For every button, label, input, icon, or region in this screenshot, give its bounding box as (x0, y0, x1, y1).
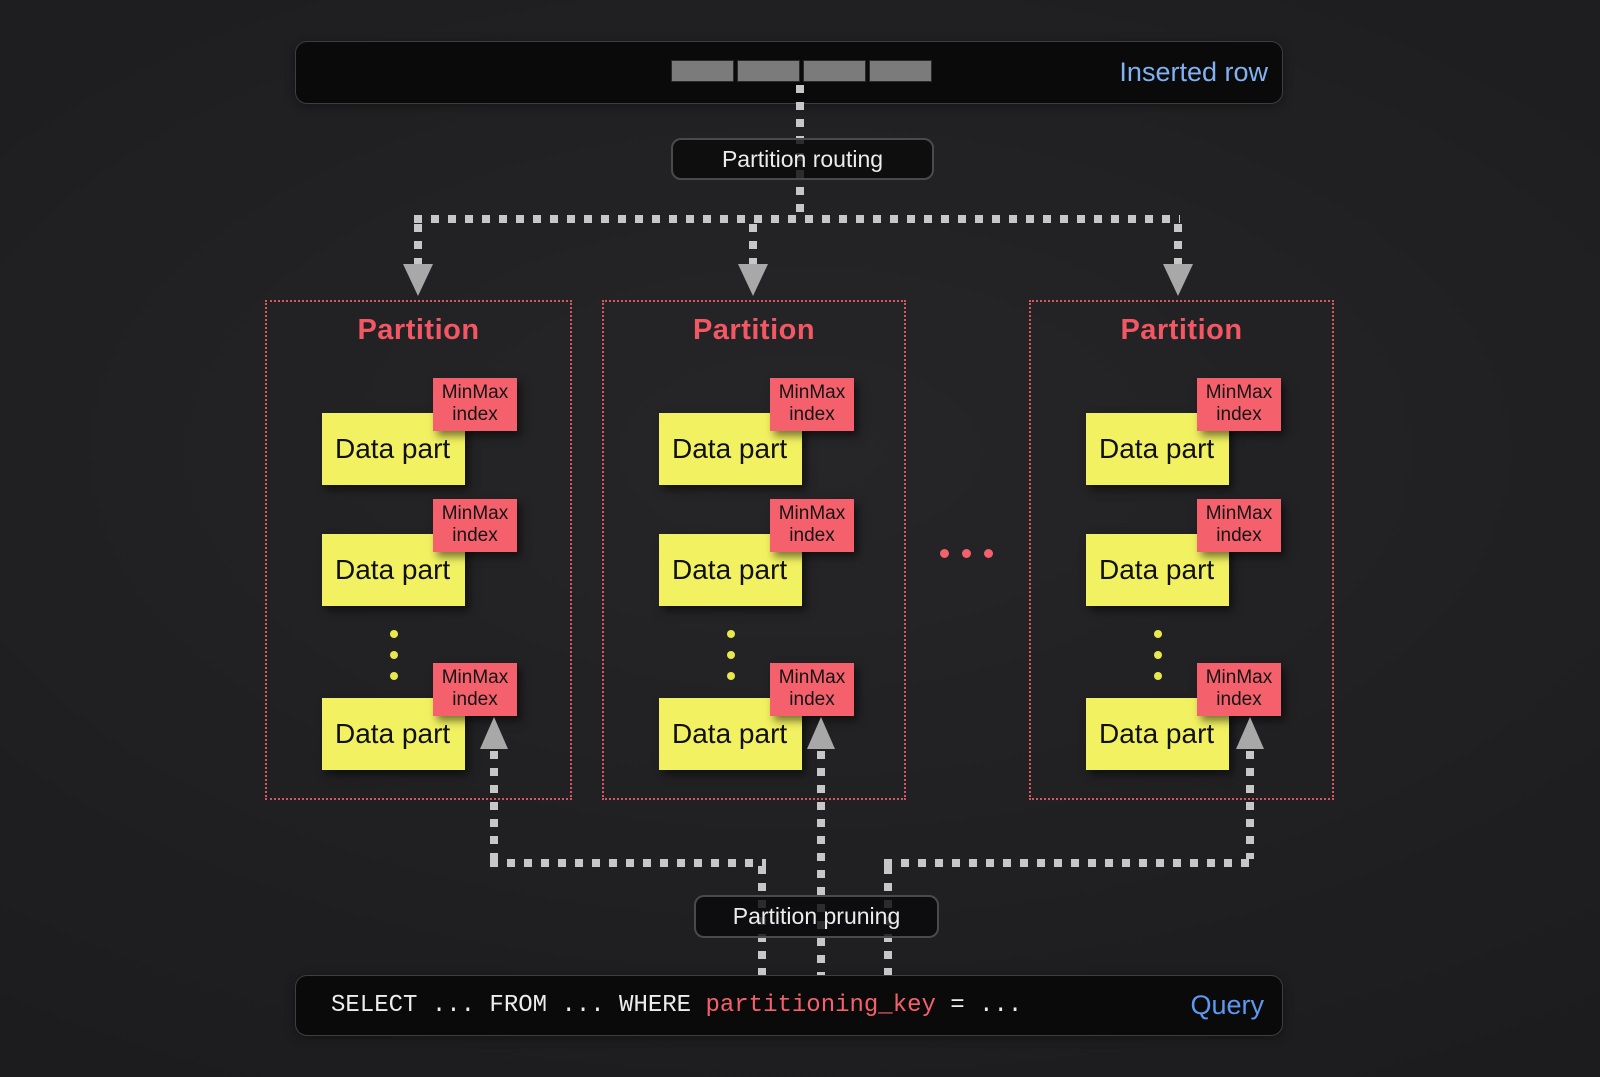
pruning-arrow-right-icon (1236, 717, 1264, 749)
routing-arrow-middle-line (749, 224, 757, 264)
partition-title: Partition (692, 314, 816, 346)
data-part-label: Data part (1099, 718, 1215, 749)
sql-suffix: = ... (935, 992, 1023, 1019)
inserted-row-label: Inserted row (1119, 57, 1268, 87)
partition-pruning-label: Partition pruning (732, 903, 901, 929)
row-bar-segment (737, 60, 800, 82)
data-part-group: MinMax index Data part (604, 378, 904, 503)
data-part-label: Data part (672, 718, 788, 749)
data-part-group: MinMax index Data part (604, 499, 904, 624)
data-part-group: MinMax index Data part (267, 378, 570, 503)
minmax-index-tag: MinMax index (1197, 499, 1281, 552)
pruning-arrow-left-icon (480, 717, 508, 749)
routing-arrow-right-icon (1163, 264, 1193, 296)
row-bar-segment (869, 60, 932, 82)
minmax-index-tag: MinMax index (1197, 663, 1281, 716)
query-label: Query (1190, 990, 1264, 1020)
row-bar-segment (671, 60, 734, 82)
data-part-label: Data part (335, 554, 451, 585)
pruning-line-right-horizontal (884, 859, 1254, 867)
routing-arrow-right-line (1174, 224, 1182, 264)
minmax-index-tag: MinMax index (770, 378, 854, 431)
routing-branch-line (414, 215, 1180, 223)
minmax-index-tag: MinMax index (433, 663, 517, 716)
more-parts-dots-icon (727, 630, 735, 680)
query-box: SELECT ... FROM ... WHERE partitioning_k… (295, 975, 1283, 1036)
minmax-index-tag: MinMax index (1197, 378, 1281, 431)
data-part-label: Data part (672, 433, 788, 464)
data-part-group: MinMax index Data part (1031, 663, 1332, 788)
more-parts-dots-icon (390, 630, 398, 680)
partition-title: Partition (357, 314, 480, 346)
data-part-group: MinMax index Data part (604, 663, 904, 788)
data-part-box: Data part (1086, 413, 1229, 485)
routing-arrow-left-icon (403, 264, 433, 296)
pruning-line-right-vertical (1246, 751, 1254, 859)
row-bar-segment (803, 60, 866, 82)
data-part-label: Data part (1099, 433, 1215, 464)
data-part-label: Data part (672, 554, 788, 585)
routing-arrow-left-line (414, 224, 422, 264)
routing-arrow-middle-icon (738, 264, 768, 296)
minmax-index-tag: MinMax index (770, 663, 854, 716)
minmax-index-tag: MinMax index (433, 378, 517, 431)
sql-prefix: SELECT ... FROM ... WHERE (331, 992, 706, 1019)
data-part-label: Data part (335, 433, 451, 464)
partition-box-2: Partition MinMax index Data part MinMax … (602, 300, 906, 800)
data-part-group: MinMax index Data part (267, 663, 570, 788)
pruning-line-middle-vertical (817, 751, 825, 975)
data-part-label: Data part (1099, 554, 1215, 585)
minmax-index-tag: MinMax index (770, 499, 854, 552)
pruning-line-left-vertical (490, 751, 498, 862)
data-part-group: MinMax index Data part (1031, 378, 1332, 503)
partition-box-1: Partition MinMax index Data part MinMax … (265, 300, 572, 800)
data-part-group: MinMax index Data part (1031, 499, 1332, 624)
partition-pruning-pill: Partition pruning (694, 895, 939, 938)
sql-query-text: SELECT ... FROM ... WHERE partitioning_k… (296, 992, 1022, 1019)
data-part-label: Data part (335, 718, 451, 749)
more-parts-dots-icon (1154, 630, 1162, 680)
minmax-index-tag: MinMax index (433, 499, 517, 552)
inserted-row-box: Inserted row (295, 41, 1283, 104)
pruning-arrow-middle-icon (807, 717, 835, 749)
partition-routing-pill: Partition routing (671, 138, 934, 180)
more-partitions-ellipsis-icon (940, 549, 993, 558)
partition-routing-label: Partition routing (721, 145, 884, 172)
inserted-row-bar (671, 60, 932, 82)
partition-box-3: Partition MinMax index Data part MinMax … (1029, 300, 1334, 800)
pruning-line-left-horizontal (490, 859, 766, 867)
partition-title: Partition (1120, 314, 1243, 346)
sql-partitioning-key: partitioning_key (705, 992, 936, 1019)
data-part-group: MinMax index Data part (267, 499, 570, 624)
